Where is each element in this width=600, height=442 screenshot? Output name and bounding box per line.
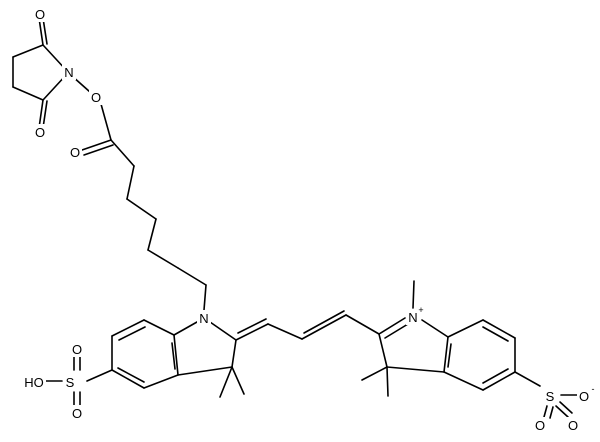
atom-ester-o-carbonyl: O (70, 145, 80, 160)
atom-sulfo-left-o-bottom: O (72, 406, 82, 421)
atom-sulfo-right-o-right-charge: - (592, 384, 595, 394)
atom-sulfo-left-o-top: O (72, 342, 82, 357)
atom-ester-o-link: O (91, 90, 101, 105)
polymethine-bridge (235, 310, 380, 341)
right-indolium (361, 280, 541, 397)
atom-sulfo-right-o-bottom: O (535, 418, 545, 433)
atom-labels: O N O O O N HO S O O N + S O - O O (22, 6, 595, 433)
atom-nhs-o-bottom: O (35, 125, 45, 140)
atom-indole-n-left: N (199, 311, 208, 326)
ester-chain (81, 139, 207, 311)
succinimide-ring (12, 17, 112, 141)
atom-indole-n-right: N (408, 310, 417, 325)
atom-sulfo-right-s: S (546, 389, 555, 404)
right-sulfonate (543, 394, 579, 419)
atom-sulfo-right-o-top: O (568, 418, 578, 433)
atom-nhs-n: N (64, 65, 73, 80)
left-indoline (86, 319, 245, 398)
atom-sulfo-left-s: S (66, 375, 75, 390)
atom-sulfo-left-oh: HO (24, 375, 44, 390)
atom-indole-n-right-charge: + (418, 305, 423, 315)
atom-sulfo-right-o-right: O (579, 389, 589, 404)
atom-nhs-o-top: O (35, 7, 45, 22)
